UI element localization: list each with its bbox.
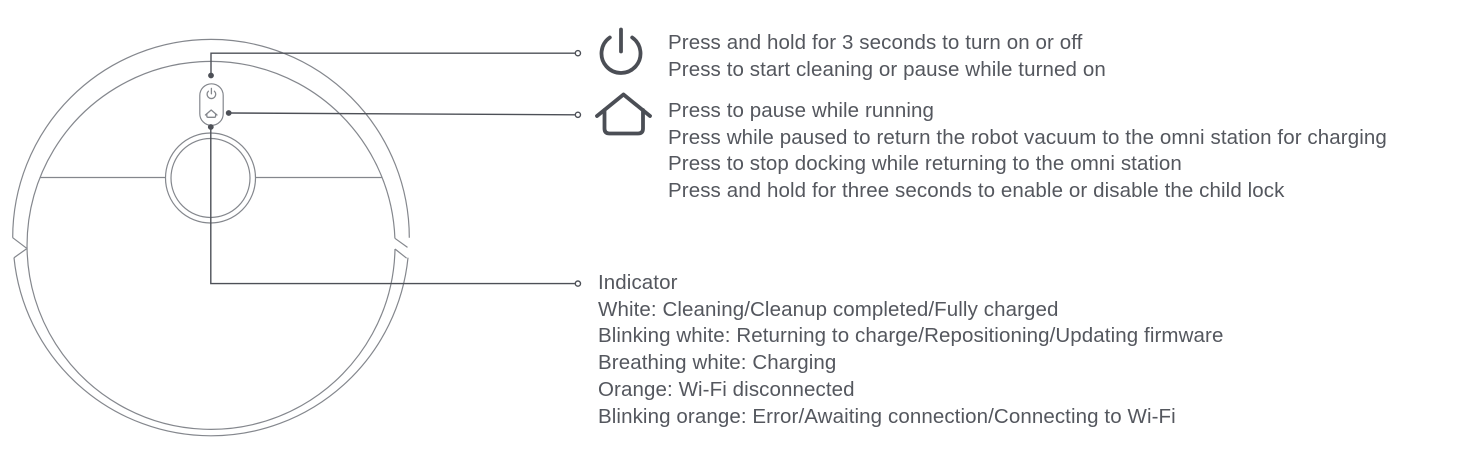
instruction-line: Press and hold for 3 seconds to turn on … (668, 31, 1083, 54)
indicator-callout-line (210, 127, 575, 285)
home-callout-line (228, 112, 575, 116)
indicator-title: Indicator (598, 271, 678, 294)
home-callout-ring (574, 111, 582, 119)
indicator-callout-dot (207, 124, 214, 130)
indicator-state-line: White: Cleaning/Cleanup completed/Fully … (598, 297, 1059, 321)
power-callout-line (210, 52, 575, 76)
robot-outer-rim (12, 38, 410, 437)
power-button-instructions: Press and hold for 3 seconds to turn on … (668, 30, 1106, 83)
indicator-state-line: Orange: Wi-Fi disconnected (598, 377, 855, 401)
indicator-legend: Indicator White: Cleaning/Cleanup comple… (598, 270, 1223, 430)
instruction-line: Press to start cleaning or pause while t… (668, 57, 1106, 81)
bumper-notch-left (12, 237, 28, 259)
instruction-line: Press while paused to return the robot v… (668, 125, 1387, 149)
callout-end-rings (574, 49, 582, 287)
instruction-line: Press and hold for three seconds to enab… (668, 179, 1285, 203)
power-button-glyph (206, 87, 217, 100)
callout-lines (210, 52, 575, 285)
callout-source-dots (207, 72, 232, 130)
indicator-state-line: Blinking white: Returning to charge/Repo… (598, 324, 1224, 348)
home-button-glyph (204, 109, 218, 118)
power-icon (599, 27, 643, 75)
robot-inner-rim (26, 60, 396, 430)
indicator-state-line: Breathing white: Charging (598, 351, 837, 375)
home-button-instructions: Press to pause while running Press while… (668, 98, 1387, 205)
robot-top-view (12, 38, 410, 437)
instruction-line: Press to pause while running (668, 99, 935, 122)
power-callout-ring (574, 49, 582, 57)
home-callout-dot (225, 110, 232, 116)
home-icon (595, 92, 652, 136)
power-callout-dot (208, 72, 214, 79)
indicator-callout-ring (574, 280, 582, 287)
instruction-line: Press to stop docking while returning to… (668, 152, 1182, 176)
indicator-state-line: Blinking orange: Error/Awaiting connecti… (598, 404, 1176, 428)
bumper-notch-right (394, 237, 408, 259)
